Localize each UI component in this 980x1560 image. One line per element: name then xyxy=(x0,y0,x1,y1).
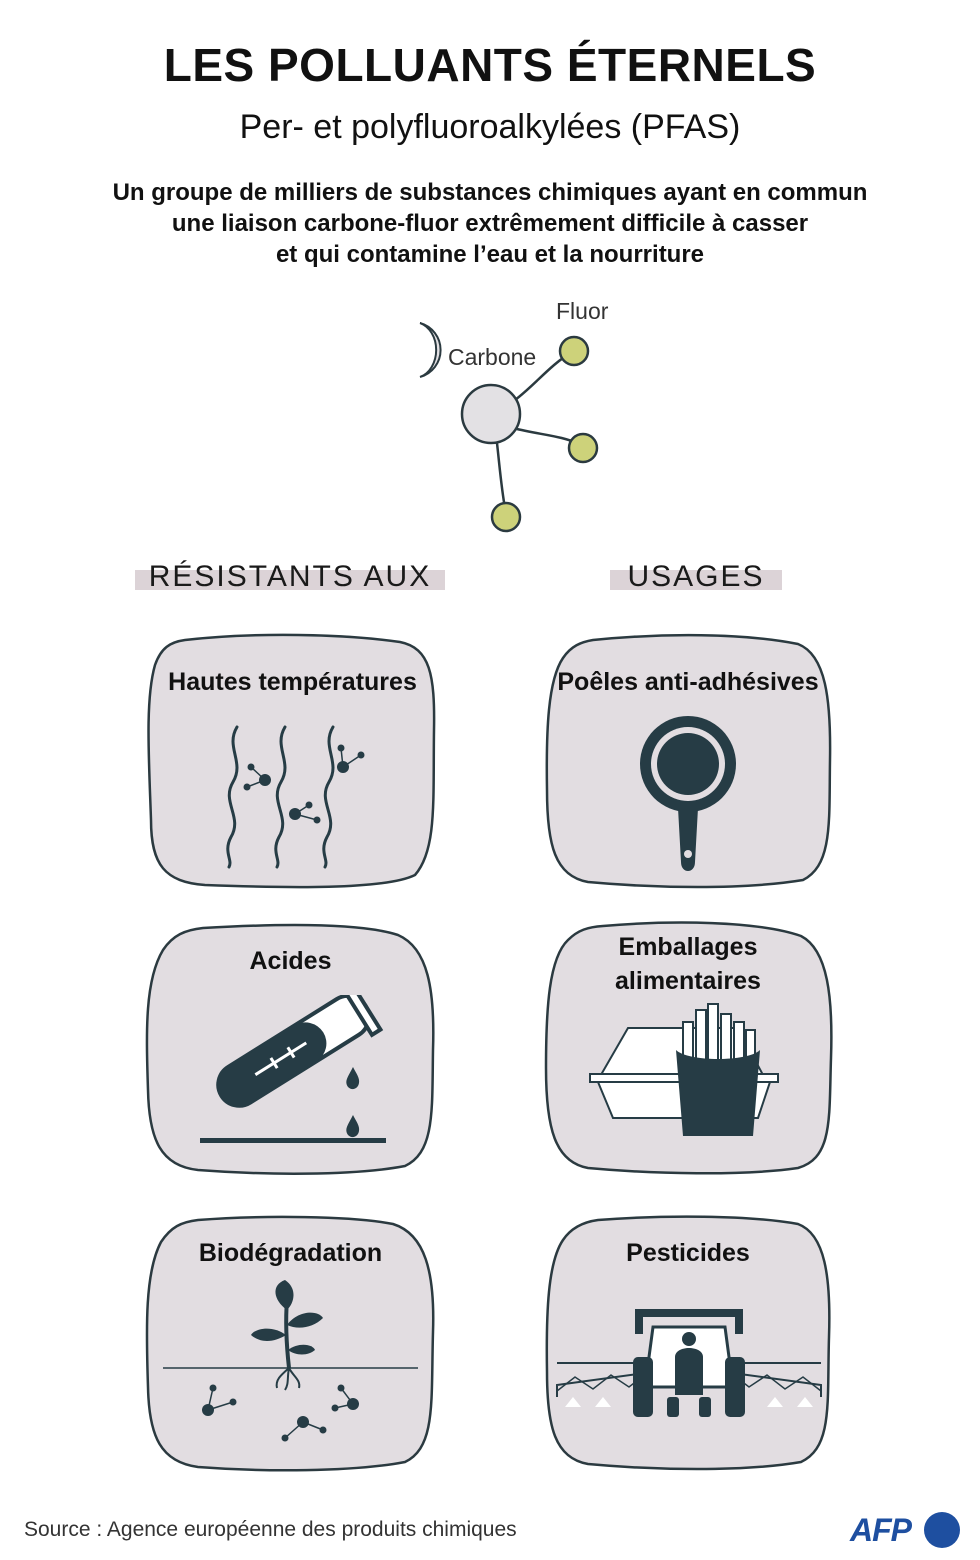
afp-logo-circle xyxy=(924,1512,960,1548)
page-subtitle: Per- et polyfluoroalkylées (PFAS) xyxy=(239,108,741,146)
card-title-line: alimentaires xyxy=(615,967,761,995)
header-bar xyxy=(610,570,782,590)
column-header-label: USAGES xyxy=(627,560,765,593)
fluor-atom xyxy=(558,335,590,367)
card-pesticides: Pesticides xyxy=(543,1212,833,1474)
source-text: Source : Agence européenne des produits … xyxy=(24,1518,517,1541)
frying-pan-icon xyxy=(640,716,736,871)
card-biodegradation: Biodégradation xyxy=(143,1212,438,1474)
intro-line: une liaison carbone-fluor extrêmement di… xyxy=(171,210,809,237)
column-header-right: USAGES xyxy=(610,560,782,600)
header-bar xyxy=(135,570,445,590)
plant-icon xyxy=(163,1280,418,1442)
carbon-atom xyxy=(460,383,522,445)
card-acids: Acides xyxy=(143,920,438,1178)
card-title-line: Emballages xyxy=(618,933,758,961)
fluor-atom xyxy=(490,501,522,533)
card-food-packaging: Emballages alimentaires xyxy=(543,918,833,1176)
card-title: Emballages alimentaires xyxy=(543,930,833,998)
intro-line: et qui contamine l’eau et la nourriture xyxy=(275,241,705,268)
column-header-label: RÉSISTANTS AUX xyxy=(148,560,432,593)
fluor-label: Fluor xyxy=(556,298,609,324)
fluor-atom xyxy=(567,432,599,464)
partial-carbon-atom xyxy=(419,322,442,378)
card-title: Biodégradation xyxy=(198,1239,383,1267)
fries-box-icon xyxy=(589,1003,779,1136)
card-title: Hautes températures xyxy=(168,668,417,696)
molecule-diagram: Carbone Fluor xyxy=(419,298,609,533)
heat-molecules-icon xyxy=(226,725,365,869)
test-tube-icon xyxy=(200,995,386,1143)
carbon-label: Carbone xyxy=(448,344,536,370)
card-title: Pesticides xyxy=(626,1239,750,1267)
afp-logo: AFP xyxy=(850,1508,965,1552)
card-non-stick-pans: Poêles anti-adhésives xyxy=(543,630,833,892)
column-header-left: RÉSISTANTS AUX xyxy=(135,560,445,600)
afp-logo-text: AFP xyxy=(850,1512,912,1548)
card-high-temperatures: Hautes températures xyxy=(145,630,440,892)
card-title: Acides xyxy=(249,947,332,975)
card-background xyxy=(147,633,436,889)
intro-text: Un groupe de milliers de substances chim… xyxy=(60,177,920,270)
tractor-sprayer-icon xyxy=(556,1309,822,1417)
intro-line: Un groupe de milliers de substances chim… xyxy=(112,179,868,206)
page-title: LES POLLUANTS ÉTERNELS xyxy=(163,39,817,91)
card-title: Poêles anti-adhésives xyxy=(557,668,819,696)
